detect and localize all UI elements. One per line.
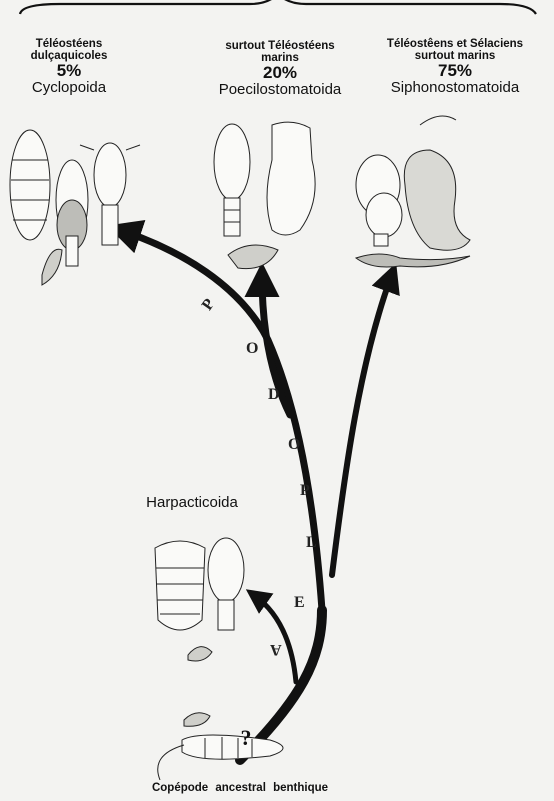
podoplea-letter-6: L xyxy=(306,534,317,552)
ancestor-question-mark: ? xyxy=(236,726,256,749)
siphonostomatoida-hosts: Téléostêens et Sélaciens surtout marins xyxy=(370,38,540,62)
siphonostomatoida-illustrations xyxy=(356,116,470,267)
cyclopoida-percent: 5% xyxy=(14,62,124,80)
podoplea-letter-3: D xyxy=(268,386,280,404)
poecilostomatoida-percent: 20% xyxy=(200,64,360,82)
podoplea-letter-5: P xyxy=(300,482,310,500)
poecilostomatoida-label-group: surtout Téléostéens marins 20% Poecilost… xyxy=(200,40,360,98)
podoplea-letter-8: A xyxy=(270,640,282,658)
cyclopoida-order: Cyclopoida xyxy=(14,80,124,96)
ancestor-label: Copépode ancestral benthique xyxy=(110,782,370,794)
podoplea-letter-4: O xyxy=(288,436,300,454)
siphonostomatoida-order: Siphonostomatoida xyxy=(360,80,550,96)
harpacticoida-illustrations xyxy=(155,538,244,661)
cyclopoida-label-group: Téléostéens dulçaquicoles 5% Cyclopoida xyxy=(14,38,124,96)
siphonostomatoida-percent: 75% xyxy=(360,62,550,80)
arrow-to-harpacticoida xyxy=(254,595,296,682)
podoplea-letter-2: O xyxy=(246,340,258,358)
poecilostomatoida-illustrations xyxy=(214,122,315,268)
cyclopoida-hosts: Téléostéens dulçaquicoles xyxy=(14,38,124,62)
podoplea-letter-7: E xyxy=(294,594,305,612)
poecilostomatoida-hosts: surtout Téléostéens marins xyxy=(215,40,345,64)
top-brace xyxy=(20,0,536,14)
ancestor-illustration xyxy=(158,713,283,780)
siphonostomatoida-label-group: Téléostêens et Sélaciens surtout marins … xyxy=(360,38,550,96)
cyclopoida-illustrations xyxy=(10,130,140,285)
harpacticoida-order: Harpacticoida xyxy=(132,495,252,511)
poecilostomatoida-order: Poecilostomatoida xyxy=(200,82,360,98)
arrow-to-siphonostomatoida xyxy=(332,274,392,575)
